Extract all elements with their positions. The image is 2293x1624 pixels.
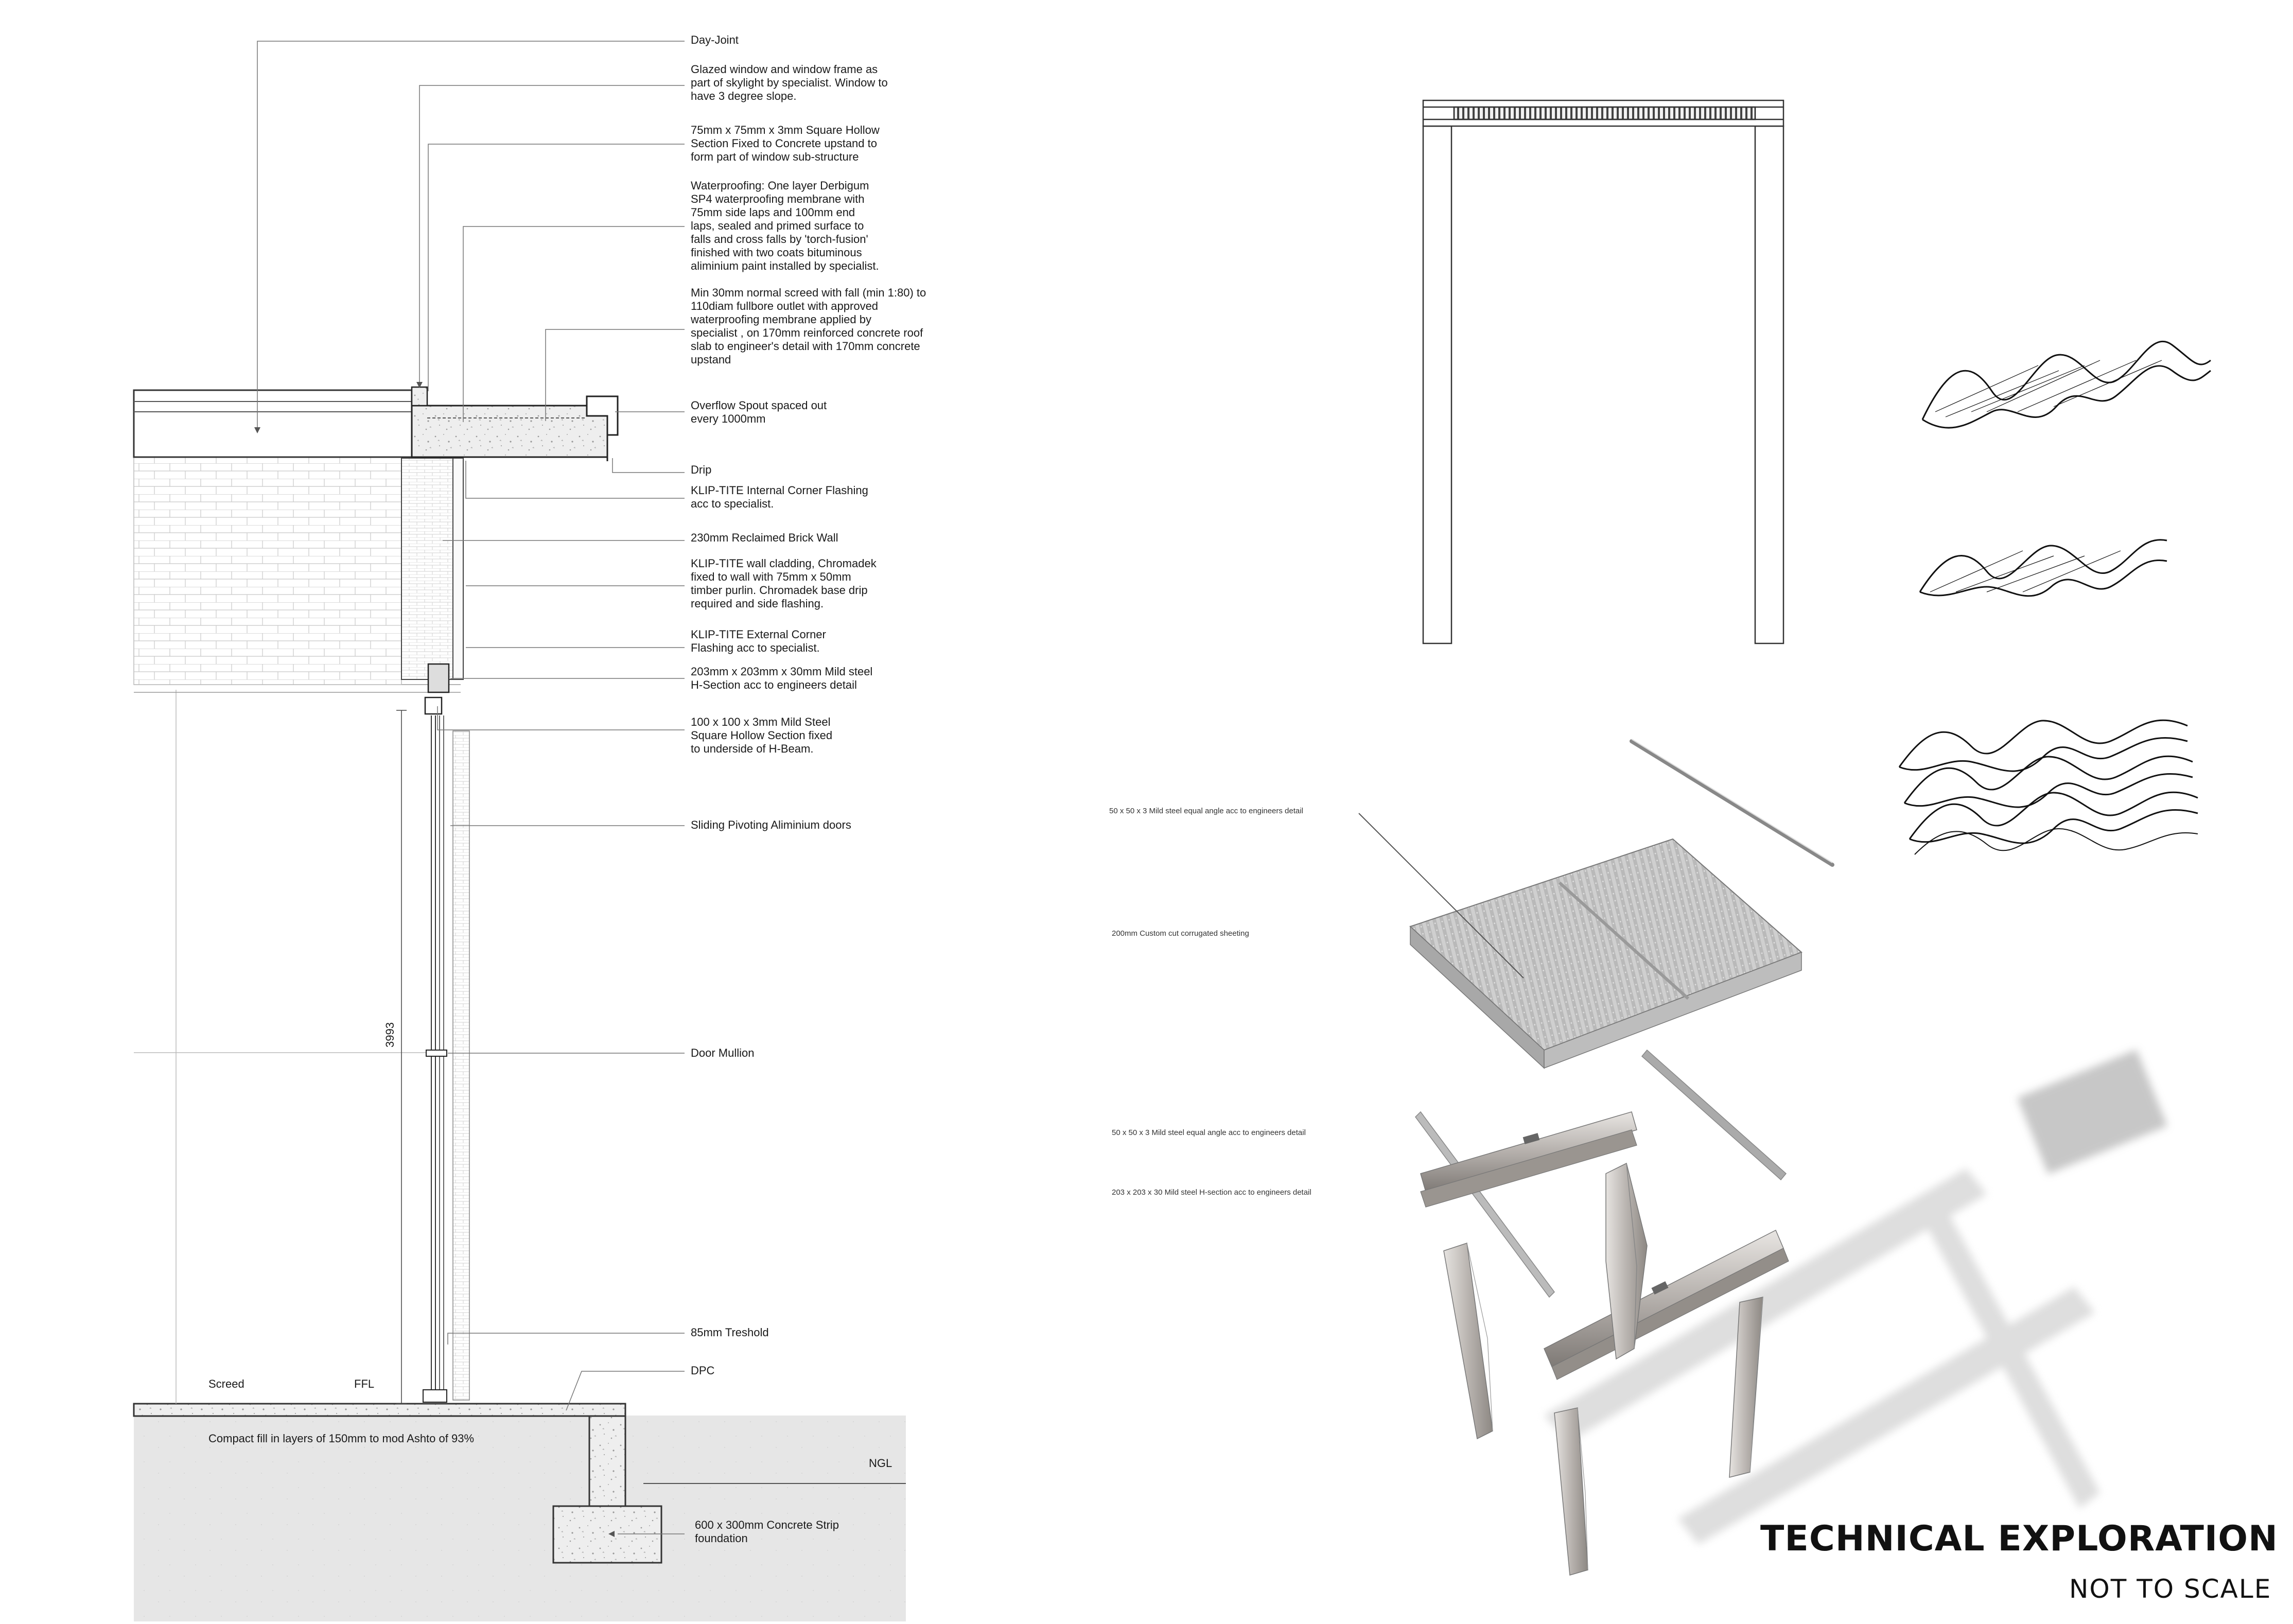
portal-frame-elevation (1422, 99, 1784, 644)
ground-shadow (1544, 1049, 2167, 1544)
frame-left-column (1422, 125, 1452, 644)
leader-lines (257, 41, 685, 1534)
leader-arrows (254, 382, 615, 1537)
corrugated-sheet-panel (1409, 838, 1802, 1069)
column-left (1443, 1243, 1493, 1440)
overflow-spout (586, 395, 619, 436)
brick-wall-section (401, 458, 453, 680)
label-screed-floor: Screed (208, 1377, 244, 1390)
sheet-title: TECHNICAL EXPLORATION (1760, 1518, 2278, 1559)
label-external-corner-flashing: KLIP-TITE External Corner Flashing acc t… (691, 628, 826, 654)
label-brick-wall: 230mm Reclaimed Brick Wall (691, 531, 838, 544)
upstand (411, 386, 428, 407)
top-angle-rod (1630, 739, 1834, 867)
label-square-hollow-75: 75mm x 75mm x 3mm Square Hollow Section … (691, 124, 880, 163)
brick-wall-lower (452, 730, 470, 1401)
frame-corrugated-roof (1453, 106, 1756, 120)
foundation-wall (588, 1415, 626, 1507)
column-right (1729, 1297, 1763, 1478)
square-hollow-section (424, 696, 443, 715)
column-front (1554, 1407, 1588, 1576)
corrugated-sheet-narrow (1919, 539, 2167, 597)
dimension-text: 3993 (383, 1022, 396, 1047)
angle-diagonal (1641, 1049, 1787, 1181)
label-waterproofing: Waterproofing: One layer Derbigum SP4 wa… (691, 179, 879, 272)
h-beam-left (1420, 1111, 1637, 1208)
wall-section-drawing (133, 41, 906, 1621)
corrugated-sheet-single (1921, 340, 2211, 429)
label-h-section: 203mm x 203mm x 30mm Mild steel H-Sectio… (691, 665, 873, 691)
axo-label-angle-top: 50 x 50 x 3 Mild steel equal angle acc t… (1109, 807, 1303, 815)
label-dpc: DPC (691, 1364, 715, 1377)
axo-leader (1358, 813, 1524, 979)
corrugated-sheet-studies (1898, 340, 2211, 855)
label-ngl: NGL (869, 1457, 892, 1470)
axo-label-h-section: 203 x 203 x 30 Mild steel H-section acc … (1112, 1188, 1311, 1197)
h-beam-right (1544, 1229, 1789, 1380)
h-section-beam (427, 663, 450, 693)
axo-label-corrugated: 200mm Custom cut corrugated sheeting (1112, 929, 1249, 938)
axo-label-angle-bottom: 50 x 50 x 3 Mild steel equal angle acc t… (1112, 1128, 1306, 1137)
strip-footing (552, 1505, 662, 1564)
label-compact-fill: Compact fill in layers of 150mm to mod A… (208, 1432, 475, 1445)
exploded-axonometric (1358, 739, 2167, 1576)
label-wall-cladding: KLIP-TITE wall cladding, Chromadek fixed… (691, 557, 877, 610)
corrugated-sheet-stack (1898, 719, 2198, 855)
door-mullion (426, 1050, 447, 1057)
frame-right-column (1754, 125, 1784, 644)
column-center (1605, 1162, 1648, 1360)
label-door-mullion: Door Mullion (691, 1046, 755, 1059)
label-sliding-doors: Sliding Pivoting Aliminium doors (691, 818, 851, 831)
label-threshold: 85mm Treshold (691, 1326, 769, 1339)
label-overflow-spout: Overflow Spout spaced out every 1000mm (691, 399, 827, 425)
label-glazed-window: Glazed window and window frame as part o… (691, 63, 888, 102)
label-strip-foundation: 600 x 300mm Concrete Strip foundation (695, 1518, 839, 1545)
floor-slab (133, 1403, 626, 1417)
label-square-hollow-100: 100 x 100 x 3mm Mild Steel Square Hollow… (691, 715, 833, 755)
brick-wall-upper (133, 457, 402, 685)
label-screed: Min 30mm normal screed with fall (min 1:… (691, 286, 926, 366)
ground-fill (134, 1416, 906, 1621)
angle-left (1415, 1111, 1555, 1298)
label-day-joint: Day-Joint (691, 33, 739, 46)
roof-parapet (133, 389, 413, 458)
label-ffl: FFL (354, 1377, 375, 1390)
label-drip: Drip (691, 463, 712, 476)
klip-tite-cladding (452, 458, 464, 680)
threshold (423, 1389, 447, 1403)
sheet-subtitle: NOT TO SCALE (2069, 1574, 2272, 1604)
label-internal-corner-flashing: KLIP-TITE Internal Corner Flashing acc t… (691, 484, 868, 510)
